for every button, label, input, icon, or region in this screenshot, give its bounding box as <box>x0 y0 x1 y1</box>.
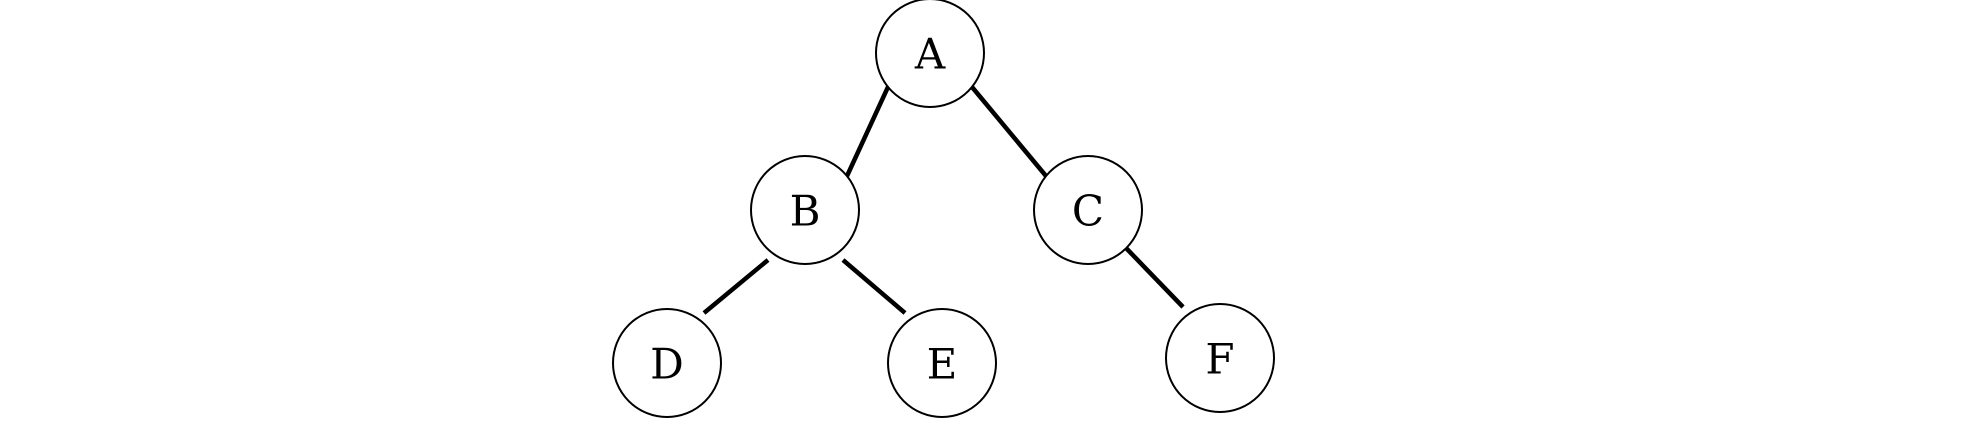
tree-node-label-c: C <box>1072 187 1104 236</box>
tree-node-circle-b[interactable] <box>750 155 860 265</box>
tree-node-d[interactable]: D <box>612 308 722 418</box>
tree-node-label-b: B <box>790 187 821 236</box>
tree-edge-b-e <box>841 258 907 315</box>
tree-node-c[interactable]: C <box>1033 155 1143 265</box>
tree-edge-a-c <box>970 85 1048 178</box>
tree-edge-a-b <box>844 86 891 177</box>
tree-edge-c-f <box>1124 246 1185 309</box>
tree-node-label-e: E <box>927 340 958 389</box>
tree-node-label-d: D <box>650 340 684 389</box>
tree-node-f[interactable]: F <box>1165 303 1275 413</box>
tree-node-label-a: A <box>914 30 946 79</box>
tree-edge-b-d <box>702 258 770 315</box>
tree-node-label-f: F <box>1205 335 1234 384</box>
tree-node-circle-d[interactable] <box>612 308 722 418</box>
tree-node-a[interactable]: A <box>875 0 985 108</box>
tree-node-b[interactable]: B <box>750 155 860 265</box>
tree-node-circle-c[interactable] <box>1033 155 1143 265</box>
tree-node-circle-a[interactable] <box>875 0 985 108</box>
nodes-group: A B C D E F <box>612 0 1275 418</box>
edges-group <box>702 85 1185 315</box>
tree-node-circle-e[interactable] <box>887 308 997 418</box>
tree-node-circle-f[interactable] <box>1165 303 1275 413</box>
tree-node-e[interactable]: E <box>887 308 997 418</box>
